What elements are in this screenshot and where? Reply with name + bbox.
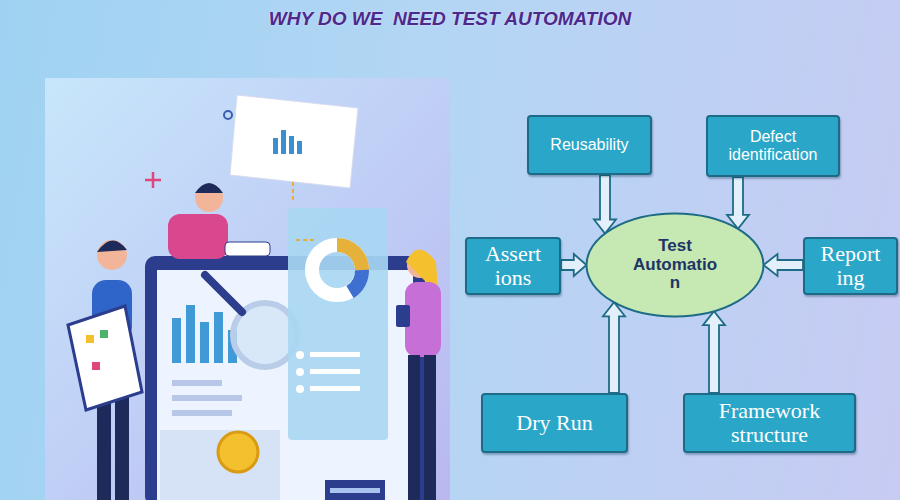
illustration-shape	[230, 95, 358, 188]
benefit-box: Framework structure	[683, 393, 856, 453]
illustration-shape	[168, 214, 228, 259]
illustration-shape	[273, 138, 278, 154]
illustration-shape	[424, 355, 436, 500]
person-right	[396, 250, 441, 500]
illustration-shape	[296, 351, 304, 359]
illustration-shape	[337, 245, 362, 270]
illustration-shape	[281, 130, 286, 154]
node-label: Assert ions	[473, 242, 553, 290]
illustration-shape	[145, 172, 161, 188]
benefit-box: Dry Run	[481, 393, 628, 453]
node-label: Report ing	[811, 242, 891, 290]
illustration-shape	[195, 183, 223, 193]
chart-card	[230, 95, 358, 200]
keyboard	[325, 480, 385, 500]
illustration-shape	[312, 245, 362, 295]
central-ellipse: Test Automatio n	[585, 212, 765, 318]
illustration-shape	[288, 208, 388, 440]
illustration-shape	[160, 430, 280, 500]
illustration-shape	[92, 362, 100, 370]
benefit-box: Defect identification	[706, 115, 840, 177]
benefit-box: Reusability	[527, 115, 652, 175]
illustration-shape	[296, 368, 304, 376]
donut-card	[288, 208, 388, 440]
block-arrow	[603, 302, 625, 393]
block-arrow	[764, 254, 804, 276]
illustration-shape	[297, 141, 302, 154]
node-label: Dry Run	[516, 411, 592, 435]
illustration-shape	[97, 240, 127, 270]
illustration-shape	[172, 318, 181, 363]
illustration-shape	[408, 355, 420, 500]
ellipse-shape	[587, 214, 764, 317]
illustration-shape	[296, 385, 304, 393]
illustration-shape	[325, 480, 385, 500]
person-top	[168, 183, 270, 259]
illustration-shape	[214, 312, 223, 363]
illustration-shape	[350, 270, 362, 292]
illustration-shape	[396, 305, 410, 327]
illustration-shape	[172, 380, 222, 386]
node-label: Defect identification	[718, 128, 828, 163]
illustration-shape	[310, 369, 360, 374]
node-label: Framework structure	[695, 399, 845, 447]
decorations	[145, 111, 232, 188]
illustration-shape	[405, 282, 441, 357]
illustration-shape	[68, 306, 142, 410]
illustration-shape	[289, 136, 294, 154]
illustration-shape	[292, 182, 294, 200]
illustration-shape	[186, 305, 195, 363]
illustration-shape	[200, 322, 209, 363]
coin	[218, 432, 258, 472]
block-arrow	[561, 254, 587, 276]
illustration-shape	[310, 352, 360, 357]
illustration-shape	[195, 184, 223, 212]
illustration-shape	[86, 335, 94, 343]
diagram-title: WHY DO WE NEED TEST AUTOMATION	[0, 8, 900, 30]
illustration-shape	[172, 395, 242, 401]
illustration-shape	[310, 386, 360, 391]
node-label: Reusability	[550, 136, 628, 154]
block-arrow	[703, 311, 725, 393]
illustration-shape	[330, 488, 380, 493]
illustration-shape	[225, 242, 270, 256]
node-label: Test Automatio n	[626, 237, 724, 293]
illustration-shape	[296, 239, 315, 241]
illustration-shape	[218, 432, 258, 472]
illustration-shape	[97, 240, 127, 252]
block-arrow	[594, 175, 616, 234]
illustration-shape	[100, 330, 108, 338]
illustration-shape	[172, 410, 232, 416]
person-left	[68, 240, 142, 500]
illustration-shape	[224, 111, 232, 119]
benefit-box: Assert ions	[465, 237, 561, 295]
illustration-shape	[205, 275, 242, 312]
block-arrow	[727, 177, 749, 229]
magnifier	[205, 275, 297, 367]
benefit-box: Report ing	[803, 237, 898, 295]
